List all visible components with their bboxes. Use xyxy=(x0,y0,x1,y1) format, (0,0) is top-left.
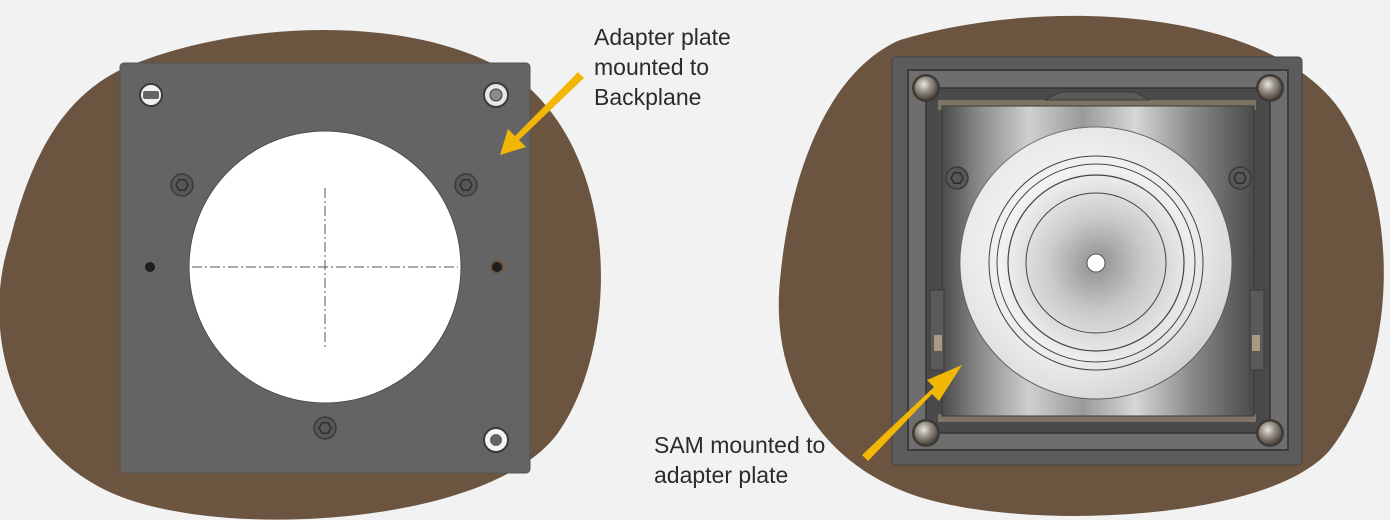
callout-line: SAM mounted to xyxy=(654,432,826,458)
hex-screw-icon xyxy=(1228,166,1252,190)
hex-screw-icon xyxy=(454,173,478,197)
right-assembly xyxy=(778,15,1384,516)
hex-screw-icon xyxy=(313,416,337,440)
callout-line: mounted to xyxy=(594,54,710,80)
clip-pad xyxy=(934,335,942,351)
ring-pin-top-icon xyxy=(483,82,509,108)
clip-pad xyxy=(1252,335,1260,351)
mount-hole-icon xyxy=(490,260,504,274)
ring-pin-bottom-icon xyxy=(483,427,509,453)
callout-line: Adapter plate xyxy=(594,24,731,50)
arrow-icon xyxy=(500,72,584,155)
ball-fastener-icon xyxy=(1256,419,1284,447)
callout-sam: SAM mounted to adapter plate xyxy=(654,430,825,490)
ball-fastener-icon xyxy=(912,419,940,447)
slotted-pin-icon xyxy=(139,83,163,107)
mount-hole-icon xyxy=(145,262,155,272)
ball-fastener-icon xyxy=(912,74,940,102)
callout-line: adapter plate xyxy=(654,462,789,488)
side-clip-right xyxy=(1249,289,1265,371)
callout-adapter-plate: Adapter plate mounted to Backplane xyxy=(594,22,731,112)
clamp-tab-top xyxy=(1044,91,1151,101)
arrow-icon xyxy=(862,365,962,461)
side-clip-left xyxy=(929,289,945,371)
hex-screw-icon xyxy=(170,173,194,197)
hex-screw-icon xyxy=(945,166,969,190)
ball-fastener-icon xyxy=(1256,74,1284,102)
callout-line: Backplane xyxy=(594,84,702,110)
left-assembly xyxy=(0,30,601,520)
frame-rim-bottom xyxy=(938,414,1256,422)
frame-rim-top xyxy=(938,100,1256,110)
sam-disc xyxy=(959,126,1233,400)
